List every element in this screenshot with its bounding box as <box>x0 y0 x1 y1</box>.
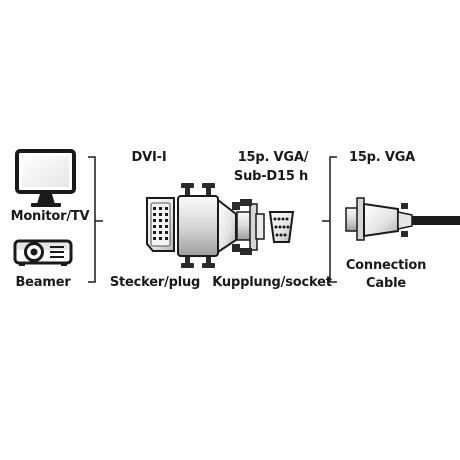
monitor-label: Monitor/TV <box>10 209 90 224</box>
beamer-label: Beamer <box>15 275 71 290</box>
cable-label-line1: Connection <box>345 258 427 273</box>
dvi-vga-adapter-icon <box>177 183 265 268</box>
socket-label: Kupplung/socket <box>212 275 332 290</box>
projector-icon <box>13 239 73 266</box>
dvi-plug-face-icon <box>146 197 175 252</box>
vga-socket-face-icon <box>268 211 295 243</box>
cable-label-line2: Cable <box>366 276 406 291</box>
cable-bracket <box>322 156 337 283</box>
monitor-icon <box>15 149 76 207</box>
vga-title-line1: 15p. VGA/ <box>237 150 309 165</box>
devices-bracket <box>88 156 103 283</box>
vga-title-line2: Sub-D15 h <box>233 169 309 184</box>
dvi-title: DVI-I <box>131 150 167 165</box>
vga-cable-icon <box>345 197 460 241</box>
cable-title: 15p. VGA <box>348 150 416 165</box>
plug-label: Stecker/plug <box>109 275 201 290</box>
